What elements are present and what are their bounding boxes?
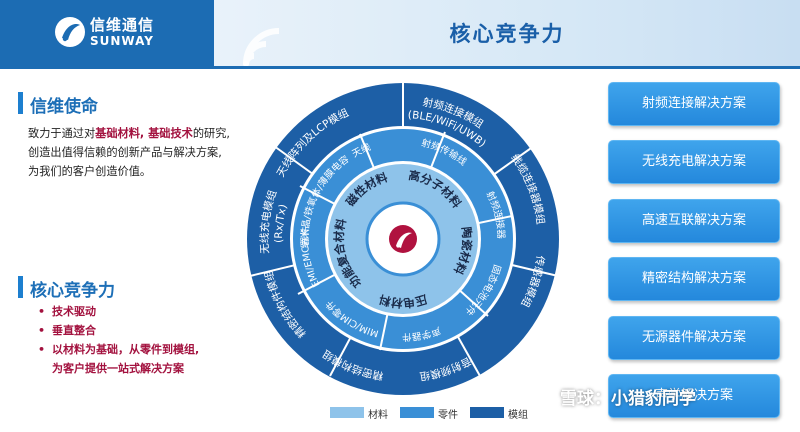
solutions-list: 射频连接解决方案 无线充电解决方案 高速互联解决方案 精密结构解决方案 无源器件… [608,82,780,432]
mission-title: 信维使命 [30,97,98,117]
mission-highlight-technology: 基础技术 [148,127,193,140]
solution-button-rf[interactable]: 射频连接解决方案 [608,82,780,126]
solution-button-precision-structure[interactable]: 精密结构解决方案 [608,257,780,302]
legend-swatch [470,407,504,418]
legend-swatch [330,407,364,418]
core-item-label: 技术驱动 [52,305,96,318]
page-title: 核心竞争力 [449,22,565,46]
watermark: 雪球：小猎豹同学 [560,389,696,409]
core-item: • 以材料为基础，从零件到模组, [38,340,268,359]
core-item-continuation: 为客户提供一站式解决方案 [38,359,268,378]
core-item: • 垂直整合 [38,321,268,340]
legend-swatch [400,407,434,418]
title-bar [214,0,800,66]
core-item-label: 为客户提供一站式解决方案 [52,362,184,375]
core-item-label: 以材料为基础，从零件到模组, [52,343,200,356]
bullet-icon: • [38,324,46,337]
legend-label: 材料 [368,410,388,421]
center-logo-icon [389,225,417,253]
mission-line-1: 致力于通过对基础材料, 基础技术的研究, [28,124,258,143]
solution-button-passive[interactable]: 无源器件解决方案 [608,315,780,360]
mission-text: 致力于通过对基础材料, 基础技术的研究, 创造出值得信赖的创新产品与解决方案, … [28,124,258,181]
legend-label: 零件 [438,410,458,421]
mission-line-3: 为我们的客户创造价值。 [28,165,152,178]
capability-ring-diagram: 天线阵列及LCP模组 射频连接模组 (BLE/WiFi/UWB) 线缆连接器模组… [240,76,566,402]
bullet-icon: • [38,343,46,356]
core-item: • 技术驱动 [38,302,268,321]
core-list: • 技术驱动 • 垂直整合 • 以材料为基础，从零件到模组, 为客户提供一站式解决方案 [38,302,268,378]
solution-button-high-speed[interactable]: 高速互联解决方案 [608,198,780,243]
mission-separator: , [139,127,149,140]
header: 信维通信 SUNWAY 核心竞争力 [0,0,800,66]
solution-button-acoustic[interactable]: 声学解决方案 [608,373,780,418]
ring-svg: 天线阵列及LCP模组 射频连接模组 (BLE/WiFi/UWB) 线缆连接器模组… [243,79,563,399]
mission-highlight-materials: 基础材料 [95,127,140,140]
logo-name-cn: 信维通信 [90,16,155,34]
mission-line1-post: 的研究, [192,127,230,140]
core-title-bar [18,276,23,298]
core-title: 核心竞争力 [30,281,115,301]
signal-waves-icon [243,28,280,66]
bullet-icon: • [38,305,46,318]
core-item-label: 垂直整合 [52,324,96,337]
legend-label: 模组 [508,410,528,421]
mission-line-2: 创造出值得信赖的创新产品与解决方案, [28,146,222,159]
solution-button-wireless-charging[interactable]: 无线充电解决方案 [608,140,780,185]
header-divider [0,66,800,69]
logo-icon [55,17,85,47]
logo-panel: 信维通信 SUNWAY [0,0,214,66]
mission-line1-pre: 致力于通过对 [28,127,96,140]
mission-title-bar [18,92,23,114]
logo-name-en: SUNWAY [90,34,154,48]
